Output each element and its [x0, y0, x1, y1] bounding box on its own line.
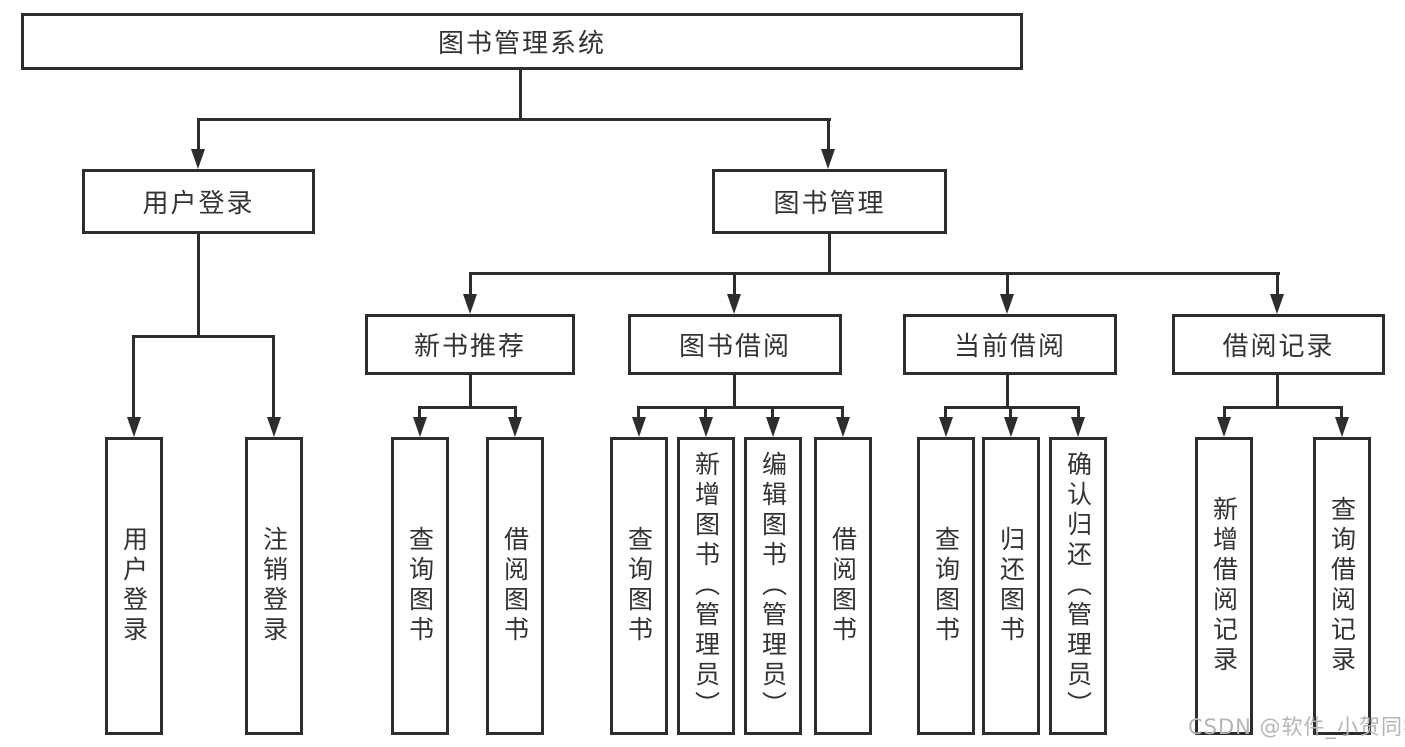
connector-user-login-branch	[132, 335, 275, 338]
arrowhead	[632, 417, 646, 437]
node-current-borrow: 当前借阅	[903, 314, 1117, 375]
arrowhead	[766, 417, 780, 437]
arrowhead	[413, 417, 427, 437]
node-book-borrow: 图书借阅	[628, 314, 842, 375]
leaf-borrow-books: 借阅图书	[814, 437, 872, 735]
connector-drop-leaf-user-login	[132, 335, 135, 420]
connector-book-borrow-stem	[733, 375, 736, 406]
arrowhead	[1217, 417, 1231, 437]
connector-drop	[841, 406, 844, 420]
leaf-confirm-return-admin: 确认归还（管理员）	[1049, 437, 1107, 735]
connector-borrow-records-stem	[1276, 375, 1279, 406]
leaf-logout-label: 注销登录	[259, 526, 289, 646]
node-book-borrow-label: 图书借阅	[678, 332, 791, 362]
connector-level1-branch	[197, 118, 831, 121]
node-borrow-records: 借阅记录	[1172, 314, 1385, 375]
leaf-query-books-recommend-label: 查询图书	[405, 526, 435, 646]
node-library-system-label: 图书管理系统	[437, 29, 606, 59]
arrowhead	[1004, 417, 1018, 437]
leaf-borrow-books-recommend-label: 借阅图书	[500, 526, 530, 646]
leaf-user-login: 用户登录	[105, 437, 163, 735]
arrowhead	[939, 417, 953, 437]
leaf-return-book-label: 归还图书	[996, 526, 1026, 646]
connector-current-borrow-stem	[1006, 375, 1009, 406]
leaf-add-borrow-record: 新增借阅记录	[1195, 437, 1253, 735]
arrowhead-leaf-logout	[267, 417, 281, 437]
connector-drop-new-book	[469, 272, 472, 297]
leaf-confirm-return-admin-label: 确认归还（管理员）	[1063, 451, 1093, 721]
node-user-login: 用户登录	[82, 169, 315, 234]
connector-drop	[418, 406, 421, 420]
connector-drop	[704, 406, 707, 420]
arrowhead-book-borrow	[727, 294, 741, 314]
arrowhead-leaf-user-login	[127, 417, 141, 437]
connector-drop-book-management	[827, 118, 830, 152]
connector-book-management-stem	[828, 234, 831, 272]
leaf-add-borrow-record-label: 新增借阅记录	[1209, 496, 1239, 676]
arrowhead-borrow-records	[1270, 294, 1284, 314]
connector-drop	[944, 406, 947, 420]
connector-drop	[1009, 406, 1012, 420]
leaf-query-books-current-label: 查询图书	[931, 526, 961, 646]
leaf-query-borrow-record-label: 查询借阅记录	[1327, 496, 1357, 676]
arrowhead-current-borrow	[1000, 294, 1014, 314]
leaf-user-login-label: 用户登录	[119, 526, 149, 646]
node-current-borrow-label: 当前借阅	[953, 332, 1066, 362]
connector-book-borrow-branch	[637, 406, 844, 409]
connector-new-book-branch	[418, 406, 517, 409]
leaf-query-borrow-record: 查询借阅记录	[1313, 437, 1371, 735]
leaf-query-books-recommend: 查询图书	[391, 437, 449, 735]
connector-user-login-stem	[197, 234, 200, 335]
leaf-add-book-admin-label: 新增图书（管理员）	[691, 451, 721, 721]
connector-drop-book-borrow	[733, 272, 736, 297]
arrowhead	[1071, 417, 1085, 437]
connector-root-stem	[519, 70, 522, 118]
connector-level2-branch	[469, 272, 1280, 275]
leaf-edit-book-admin-label: 编辑图书（管理员）	[758, 451, 788, 721]
leaf-logout: 注销登录	[245, 437, 303, 735]
node-library-system: 图书管理系统	[21, 13, 1023, 70]
connector-current-borrow-branch	[944, 406, 1080, 409]
leaf-query-books-current: 查询图书	[917, 437, 975, 735]
arrowhead	[836, 417, 850, 437]
node-new-book-recommend: 新书推荐	[365, 314, 575, 375]
node-borrow-records-label: 借阅记录	[1222, 332, 1335, 362]
leaf-return-book: 归还图书	[982, 437, 1040, 735]
arrowhead-book-management	[821, 149, 835, 169]
connector-drop-user-login	[197, 118, 200, 152]
arrowhead	[508, 417, 522, 437]
leaf-query-books-borrow-label: 查询图书	[624, 526, 654, 646]
connector-borrow-records-branch	[1223, 406, 1343, 409]
connector-drop-current-borrow	[1006, 272, 1009, 297]
node-book-management-label: 图书管理	[773, 189, 886, 219]
connector-drop	[514, 406, 517, 420]
connector-drop-leaf-logout	[272, 335, 275, 420]
node-user-login-label: 用户登录	[142, 189, 255, 219]
leaf-edit-book-admin: 编辑图书（管理员）	[744, 437, 802, 735]
leaf-query-books-borrow: 查询图书	[610, 437, 668, 735]
connector-drop	[1340, 406, 1343, 420]
leaf-add-book-admin: 新增图书（管理员）	[677, 437, 735, 735]
connector-drop-borrow-records	[1276, 272, 1279, 297]
connector-drop	[771, 406, 774, 420]
arrowhead	[1335, 417, 1349, 437]
arrowhead-new-book	[463, 294, 477, 314]
connector-new-book-stem	[469, 375, 472, 406]
csdn-watermark: CSDN @软件_小贺同学	[1188, 715, 1405, 739]
arrowhead-user-login	[191, 149, 205, 169]
leaf-borrow-books-label: 借阅图书	[828, 526, 858, 646]
node-new-book-recommend-label: 新书推荐	[413, 332, 526, 362]
connector-drop	[1077, 406, 1080, 420]
connector-drop	[1223, 406, 1226, 420]
node-book-management: 图书管理	[712, 169, 947, 234]
connector-drop	[637, 406, 640, 420]
arrowhead	[699, 417, 713, 437]
leaf-borrow-books-recommend: 借阅图书	[486, 437, 544, 735]
